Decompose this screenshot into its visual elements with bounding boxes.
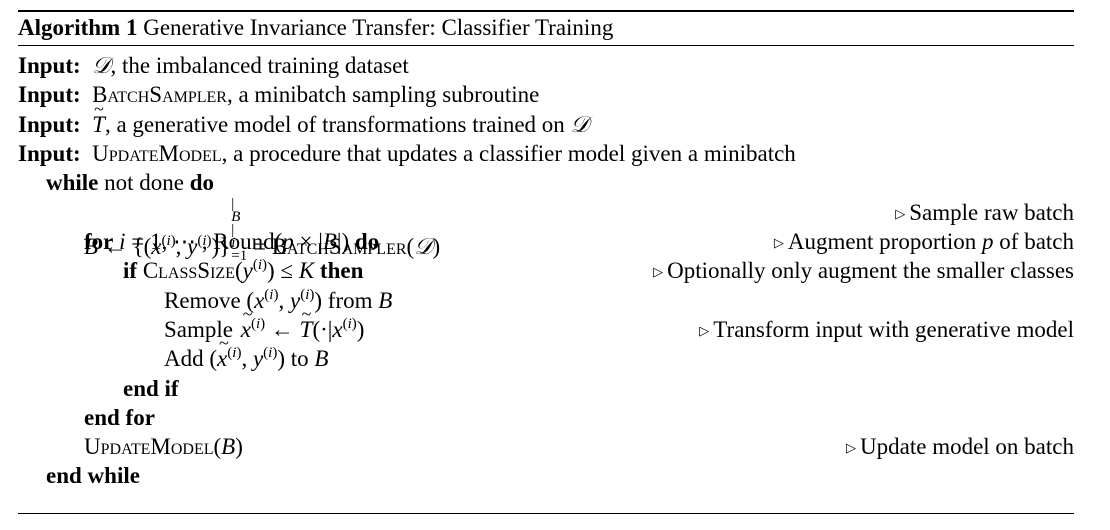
end-while-line: end while (18, 461, 1074, 490)
input-keyword: Input: (18, 112, 81, 137)
add-line: Add (x(i), y(i)) to B (18, 329, 1074, 373)
input-keyword: Input: (18, 53, 81, 78)
classsize-call: ClassSize (142, 258, 235, 283)
then-keyword: then (319, 258, 364, 283)
comment-update: ▷Update model on batch (846, 432, 1074, 462)
algorithm-title: Generative Invariance Transfer: Classifi… (143, 15, 614, 40)
batchsampler-call: BatchSampler (271, 234, 407, 259)
comment-text: Sample raw batch (909, 200, 1074, 225)
input-line-update: Input: UpdateModel, a procedure that upd… (18, 139, 1074, 168)
comment-text: Update model on batch (860, 434, 1074, 459)
input-line-dataset: Input: 𝒟, the imbalanced training datase… (18, 51, 1074, 80)
comment-augment: ▷Augment proportion p of batch (773, 229, 1074, 254)
if-keyword: if (123, 258, 138, 283)
triangle-right-icon: ▷ (699, 323, 710, 338)
end-if-line: end if (18, 374, 1074, 403)
batchsampler-name: BatchSampler (92, 82, 227, 107)
comment-text: Augment proportion (787, 229, 977, 254)
input-line-sampler: Input: BatchSampler, a minibatch samplin… (18, 80, 1074, 109)
add-text: Add (164, 346, 204, 371)
updatemodel-name: UpdateModel (92, 141, 222, 166)
from-text: from (327, 288, 373, 313)
T-tilde-symbol: T (92, 95, 105, 139)
comment-transform: ▷Transform input with generative model (699, 315, 1074, 345)
do-keyword: do (189, 170, 215, 195)
input-line-generative: Input: T, a generative model of transfor… (18, 95, 1074, 139)
end-if-keyword: end if (123, 376, 179, 401)
comment-text: Optionally only augment the smaller clas… (667, 258, 1074, 283)
algorithm-caption: Algorithm 1 Generative Invariance Transf… (18, 13, 1074, 42)
triangle-right-icon: ▷ (895, 206, 906, 221)
input-description: , a minibatch sampling subroutine (226, 82, 540, 107)
input-description: , a generative model of transformations … (104, 112, 565, 137)
input-keyword: Input: (18, 82, 81, 107)
remove-text: Remove (164, 288, 241, 313)
comment-text: Transform input with generative model (713, 317, 1074, 342)
while-line: while not done do (18, 168, 1074, 197)
triangle-right-icon: ▷ (773, 235, 784, 250)
dataset-symbol: 𝒟 (92, 53, 111, 79)
algorithm-label: Algorithm 1 (18, 15, 138, 40)
input-keyword: Input: (18, 141, 81, 166)
if-line: if ClassSize(y(i)) ≤ K then ▷Optionally … (18, 256, 1074, 285)
triangle-right-icon: ▷ (846, 440, 857, 455)
comment-text: of batch (999, 229, 1074, 254)
algorithm-block: Algorithm 1 Generative Invariance Transf… (18, 10, 1074, 520)
for-line: for i = 1, ⋯ , Round(p × |B|) do ▷Augmen… (18, 227, 1074, 256)
input-description: , a procedure that updates a classifier … (221, 141, 796, 166)
while-condition: not done (104, 170, 184, 195)
do-keyword: do (354, 229, 380, 254)
round-function: Round (213, 229, 275, 254)
end-for-line: end for (18, 403, 1074, 432)
updatemodel-call: UpdateModel (84, 434, 214, 459)
comment-optional: ▷Optionally only augment the smaller cla… (653, 256, 1074, 286)
to-text: to (290, 346, 309, 371)
remove-line: Remove (x(i), y(i)) from B (164, 287, 393, 314)
sample-batch-line: B ← {(x(i), y(i))}|B|i=1 = BatchSampler(… (84, 196, 1074, 264)
caption-rule (18, 45, 1074, 46)
for-keyword: for (84, 229, 114, 254)
dataset-symbol: 𝒟 (570, 112, 589, 138)
end-while-keyword: end while (46, 463, 140, 488)
sample-line: Sample x(i) ← T(·|x(i)) ▷Transform input… (18, 300, 1074, 345)
input-description: , the imbalanced training dataset (110, 53, 409, 78)
end-for-keyword: end for (84, 405, 155, 430)
top-rule (18, 10, 1074, 12)
comment-sample-raw: ▷Sample raw batch (895, 198, 1074, 228)
triangle-right-icon: ▷ (653, 264, 664, 279)
update-line: UpdateModel(B) ▷Update model on batch (18, 432, 1074, 461)
while-keyword: while (46, 170, 99, 195)
bottom-rule (18, 513, 1074, 514)
